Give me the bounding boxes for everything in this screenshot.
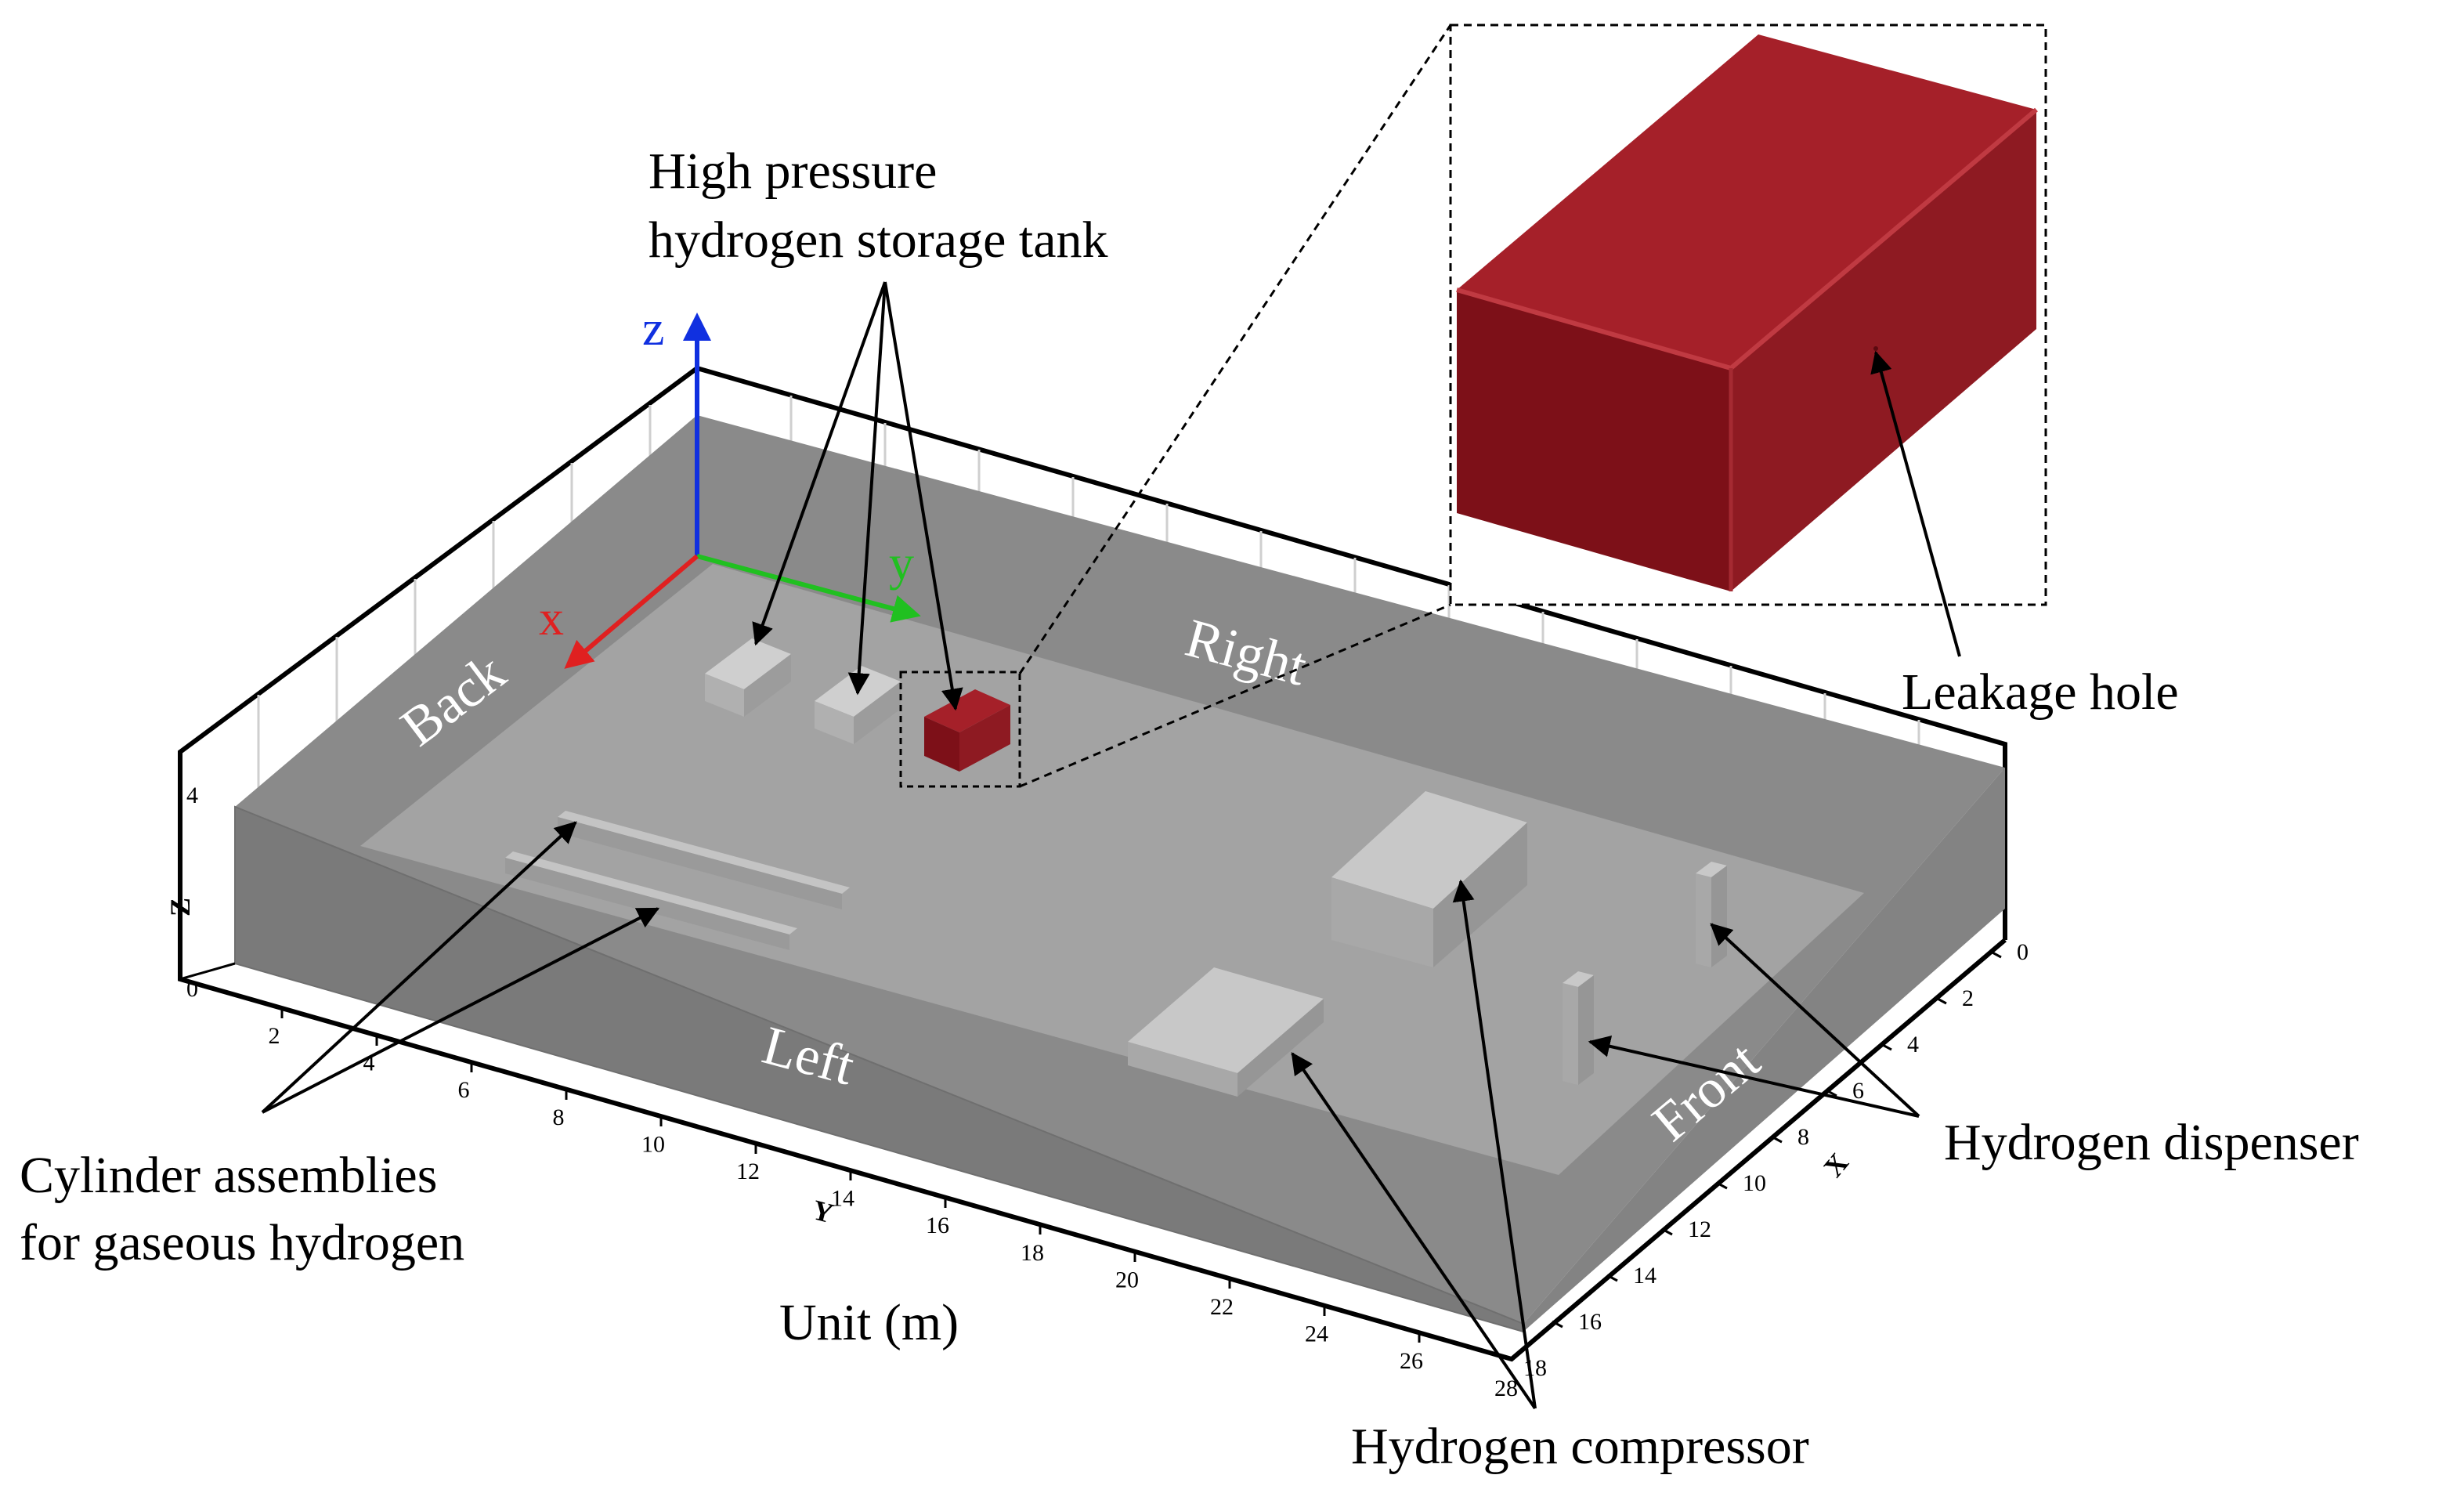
y-axis-title: Y (809, 1194, 836, 1229)
x-tick-label: 10 (1743, 1170, 1766, 1196)
y-tick-label: 6 (458, 1077, 470, 1103)
y-tick-label: 22 (1210, 1294, 1234, 1320)
dispenser-2 (1563, 971, 1594, 1085)
x-tick-label: 12 (1688, 1216, 1711, 1242)
z-axis-label: z (642, 300, 664, 356)
x-tick-label: 0 (2017, 939, 2029, 965)
x-tick-label: 16 (1578, 1309, 1602, 1335)
leakage-hole-label: Leakage hole (1902, 663, 2179, 721)
equipment (505, 638, 1727, 1097)
x-tick-label: 14 (1633, 1263, 1657, 1289)
x-tick-label: 6 (1852, 1078, 1864, 1104)
cylinders-label-line1: Cylinder assemblies (20, 1147, 437, 1204)
dispenser-1 (1696, 862, 1727, 967)
x-axis-title: X (1817, 1148, 1854, 1184)
inset-zoom (1018, 23, 2047, 788)
z-axis-ticks: 0 4 (186, 783, 198, 1002)
callout-labels: High pressure hydrogen storage tank Leak… (20, 143, 2359, 1475)
cylinder-assembly-1 (558, 811, 850, 909)
storage-tank-label-line2: hydrogen storage tank (649, 211, 1108, 269)
y-tick-label: 2 (269, 1023, 280, 1049)
cylinder-assembly-2 (505, 851, 797, 950)
compressor-small (1128, 967, 1324, 1097)
dispenser-label: Hydrogen dispenser (1944, 1114, 2359, 1171)
x-axis-arrow (564, 554, 699, 669)
x-tick-label: 2 (1962, 985, 1974, 1011)
y-tick-label: 8 (553, 1104, 565, 1130)
x-tick-label: 4 (1907, 1032, 1919, 1057)
y-tick-label: 14 (831, 1186, 854, 1212)
storage-tank-label-line1: High pressure (649, 143, 937, 200)
bounding-box-front (178, 787, 2007, 1362)
unit-label: Unit (m) (779, 1294, 959, 1351)
callout-arrows (261, 281, 1961, 1410)
y-tick-label: 10 (641, 1131, 665, 1157)
compressor-large (1331, 791, 1527, 967)
z-axis-title: Z (164, 898, 196, 916)
y-axis-arrow (696, 554, 921, 623)
coordinate-axes: z y x (539, 300, 921, 669)
station-slab (234, 415, 2005, 1333)
y-tick-label: 16 (926, 1213, 949, 1238)
y-tick-label: 24 (1305, 1321, 1328, 1347)
y-tick-label: 20 (1115, 1267, 1139, 1292)
z-tick-label: 0 (186, 976, 198, 1002)
cylinders-label-line2: for gaseous hydrogen (20, 1214, 464, 1271)
x-tick-label: 8 (1797, 1124, 1809, 1150)
storage-tank-red (924, 689, 1010, 772)
y-axis-label: y (889, 535, 914, 591)
z-tick-label: 4 (186, 783, 198, 808)
y-tick-label: 26 (1400, 1348, 1423, 1374)
storage-tank-1 (705, 638, 791, 717)
tank-highlight-box (899, 671, 1021, 788)
compressor-label: Hydrogen compressor (1351, 1418, 1809, 1475)
leakage-hole-icon (1873, 346, 1878, 351)
tank-enlarged (1456, 34, 2038, 591)
x-axis-label: x (539, 590, 564, 645)
y-tick-label: 18 (1021, 1240, 1044, 1266)
y-tick-label: 12 (736, 1159, 760, 1184)
